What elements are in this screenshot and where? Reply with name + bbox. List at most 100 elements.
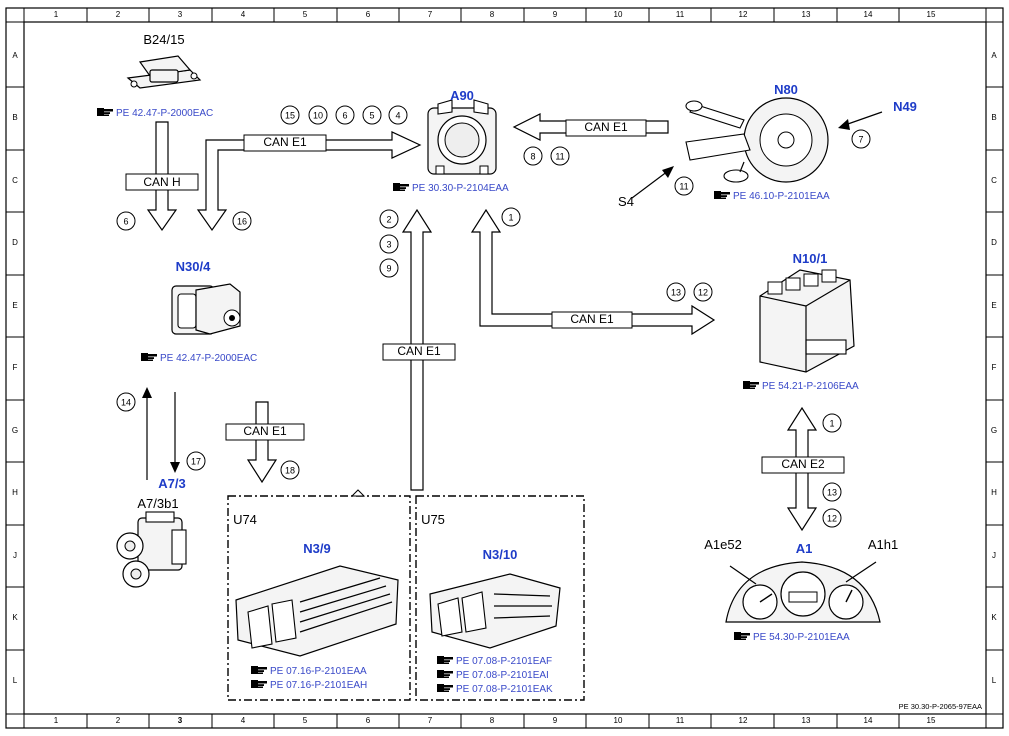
svg-text:17: 17 bbox=[191, 456, 201, 466]
ref-n30-4[interactable]: PE 42.47-P-2000EAC bbox=[141, 353, 257, 364]
fuse-cell bbox=[767, 281, 783, 295]
col-label: 11 bbox=[676, 10, 685, 19]
ref-text[interactable]: PE 46.10-P-2101EAA bbox=[733, 191, 830, 202]
ref-text[interactable]: PE 42.47-P-2000EAC bbox=[160, 353, 257, 364]
col-label: 14 bbox=[864, 10, 873, 19]
ref-text[interactable]: PE 07.16-P-2101EAH bbox=[270, 680, 367, 691]
a1-instrument-cluster bbox=[725, 561, 881, 623]
row-label: C bbox=[991, 176, 997, 185]
callout: 17 bbox=[186, 451, 206, 471]
callout: 18 bbox=[280, 460, 300, 480]
can-h-label: CAN H bbox=[143, 175, 180, 189]
col-label: 9 bbox=[553, 10, 558, 19]
ref-text[interactable]: PE 42.47-P-2000EAC bbox=[116, 108, 213, 119]
svg-text:1: 1 bbox=[508, 212, 513, 222]
ref-text[interactable]: PE 30.30-P-2104EAA bbox=[412, 183, 509, 194]
pointing-hand-icon bbox=[743, 381, 759, 389]
svg-text:1: 1 bbox=[829, 418, 834, 428]
callout: 11 bbox=[550, 146, 570, 166]
ref-n10-1[interactable]: PE 54.21-P-2106EAA bbox=[743, 381, 859, 392]
fuse-cell bbox=[785, 277, 801, 291]
row-label: H bbox=[12, 488, 18, 497]
col-label: 4 bbox=[241, 716, 246, 725]
ref-n80[interactable]: PE 46.10-P-2101EAA bbox=[714, 191, 830, 202]
b24-15-label: B24/15 bbox=[143, 32, 184, 47]
row-label: K bbox=[991, 613, 997, 622]
col-label: 10 bbox=[614, 10, 623, 19]
n3-10-ecu bbox=[429, 573, 561, 649]
callout: 11 bbox=[674, 176, 694, 196]
u75-group bbox=[415, 495, 585, 701]
svg-text:18: 18 bbox=[285, 465, 295, 475]
callout: 1 bbox=[822, 413, 842, 433]
callout: 10 bbox=[308, 105, 328, 125]
drawing-frame bbox=[5, 7, 1004, 729]
pointing-hand-icon bbox=[393, 183, 409, 191]
callout: 7 bbox=[851, 129, 871, 149]
pointing-hand-icon bbox=[251, 680, 267, 688]
col-label: 13 bbox=[802, 10, 811, 19]
n30-4-label: N30/4 bbox=[176, 259, 211, 274]
row-label: F bbox=[13, 363, 18, 372]
callout: 6 bbox=[116, 211, 136, 231]
ref-a90[interactable]: PE 30.30-P-2104EAA bbox=[393, 183, 509, 194]
grid-row-labels-right: A B C D E F G H J K L bbox=[991, 51, 997, 685]
ref-text[interactable]: PE 07.08-P-2101EAK bbox=[456, 684, 553, 695]
ref-text[interactable]: PE 54.21-P-2106EAA bbox=[762, 381, 859, 392]
a90-module bbox=[427, 99, 497, 175]
col-label: 11 bbox=[676, 716, 685, 725]
col-label: 3 bbox=[178, 10, 183, 19]
can-e1-to-n10-arrow: CAN E1 bbox=[470, 208, 716, 336]
n49-arrow bbox=[838, 111, 883, 130]
col-label: 1 bbox=[54, 716, 59, 725]
callout: 13 bbox=[822, 482, 842, 502]
col-label: 2 bbox=[116, 716, 121, 725]
n10-1-fuse-box bbox=[759, 269, 855, 373]
svg-text:9: 9 bbox=[386, 263, 391, 273]
callout: 12 bbox=[693, 282, 713, 302]
ref-text[interactable]: PE 07.16-P-2101EAA bbox=[270, 666, 367, 677]
n3-9-ecu bbox=[235, 565, 399, 657]
col-label: 14 bbox=[864, 716, 873, 725]
callout: 9 bbox=[379, 258, 399, 278]
ref-text[interactable]: PE 54.30-P-2101EAA bbox=[753, 632, 850, 643]
pointing-hand-icon bbox=[251, 666, 267, 674]
row-label: A bbox=[12, 51, 18, 60]
can-e1-from-n80-arrow: CAN E1 bbox=[512, 113, 669, 141]
n3-9-label: N3/9 bbox=[303, 541, 330, 556]
svg-text:11: 11 bbox=[679, 181, 688, 191]
ref-text[interactable]: PE 07.08-P-2101EAI bbox=[456, 670, 549, 681]
n80-label: N80 bbox=[774, 82, 798, 97]
ref-n3-9[interactable]: PE 07.16-P-2101EAA PE 07.16-P-2101EAH bbox=[251, 666, 367, 691]
can-e1-label: CAN E1 bbox=[584, 120, 628, 134]
ref-n3-10[interactable]: PE 07.08-P-2101EAF PE 07.08-P-2101EAI PE… bbox=[437, 656, 553, 695]
col-label: 7 bbox=[428, 716, 433, 725]
ref-a1[interactable]: PE 54.30-P-2101EAA bbox=[734, 632, 850, 643]
a7-3-label: A7/3 bbox=[158, 476, 185, 491]
row-label: E bbox=[991, 301, 996, 310]
svg-text:14: 14 bbox=[121, 397, 131, 407]
callout: 3 bbox=[379, 234, 399, 254]
pointing-hand-icon bbox=[714, 191, 730, 199]
document-id: PE 30.30-P-2065-97EAA bbox=[899, 702, 982, 711]
row-label: G bbox=[991, 426, 997, 435]
col-label: 6 bbox=[366, 10, 371, 19]
can-e1-label: CAN E1 bbox=[263, 135, 307, 149]
row-label: K bbox=[12, 613, 18, 622]
col-label: 4 bbox=[241, 10, 246, 19]
svg-text:4: 4 bbox=[395, 110, 400, 120]
svg-text:6: 6 bbox=[123, 216, 128, 226]
svg-text:5: 5 bbox=[369, 110, 374, 120]
col-label: 6 bbox=[366, 716, 371, 725]
col-label: 8 bbox=[490, 10, 495, 19]
can-e1-label: CAN E1 bbox=[397, 344, 441, 358]
col-label: 3 bbox=[178, 716, 183, 725]
svg-text:13: 13 bbox=[671, 287, 681, 297]
col-label: 12 bbox=[739, 10, 748, 19]
col-label: 5 bbox=[303, 716, 308, 725]
a90-label: A90 bbox=[450, 88, 474, 103]
col-label: 2 bbox=[116, 10, 121, 19]
ref-text[interactable]: PE 07.08-P-2101EAF bbox=[456, 656, 552, 667]
ref-b24-15[interactable]: PE 42.47-P-2000EAC bbox=[97, 108, 213, 119]
